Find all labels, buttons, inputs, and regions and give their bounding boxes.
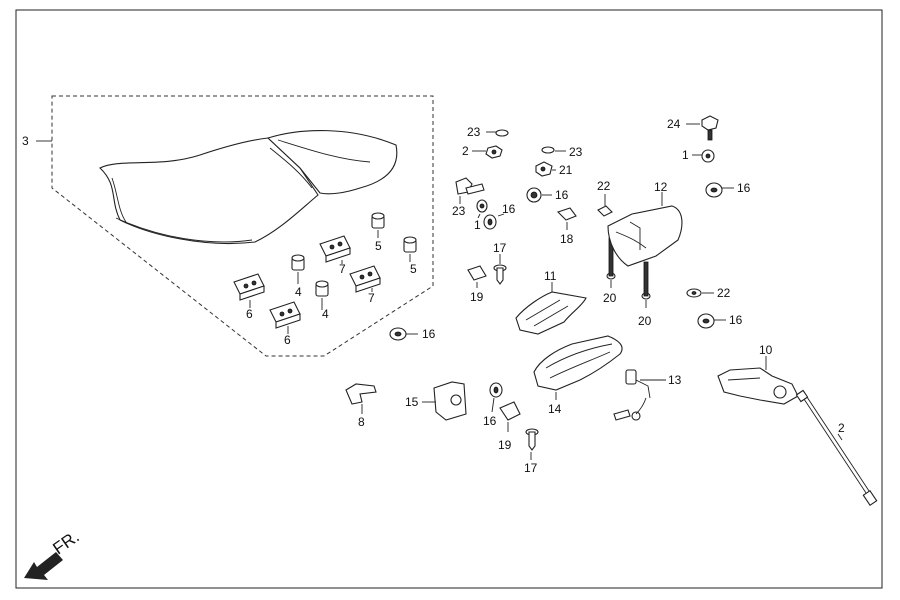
inner-cover-11 (515, 291, 587, 335)
rubber-block-7a (319, 235, 351, 263)
washer-23a (495, 129, 509, 137)
callout-14: 14 (548, 402, 562, 416)
collar-22a (597, 205, 613, 217)
screw-17a (493, 264, 507, 285)
callout-5b: 5 (410, 262, 417, 276)
callout-19a: 19 (470, 290, 484, 304)
screw-20b (641, 261, 651, 300)
callout-7b: 7 (368, 291, 375, 305)
callout-1b: 1 (682, 148, 689, 162)
callout-4a: 4 (295, 285, 302, 299)
rubber-block-7b (349, 265, 381, 293)
callout-1a: 1 (474, 218, 481, 232)
grommet-16f (705, 182, 723, 198)
clip-8 (345, 383, 377, 405)
bumper-5b (403, 236, 417, 253)
seat-part (99, 130, 398, 245)
callout-24: 24 (667, 117, 681, 131)
callout-13: 13 (668, 373, 682, 387)
callout-18: 18 (560, 232, 574, 246)
grommet-16e (697, 313, 715, 329)
callout-15: 15 (405, 395, 419, 409)
collar-22b (686, 288, 702, 298)
nut-21 (535, 161, 553, 177)
callout-2b: 2 (838, 421, 845, 435)
callout-6b: 6 (284, 333, 291, 347)
callout-22a: 22 (597, 179, 611, 193)
callout-16d: 16 (483, 414, 497, 428)
callout-16e: 16 (729, 313, 743, 327)
callout-10: 10 (759, 343, 773, 357)
callout-8: 8 (358, 415, 365, 429)
callout-16a: 16 (422, 327, 436, 341)
screw-17b (525, 428, 539, 451)
callout-16f: 16 (737, 181, 751, 195)
callout-19b: 19 (498, 438, 512, 452)
tail-cover-14 (533, 335, 623, 391)
diagram-frame (15, 9, 883, 589)
callout-17b: 17 (524, 461, 538, 475)
callout-23b: 23 (569, 145, 583, 159)
seat-cowl-12 (607, 205, 683, 267)
nut-2a (485, 145, 503, 159)
callout-16c: 16 (555, 188, 569, 202)
callout-7a: 7 (339, 262, 346, 276)
lock-bracket-10 (717, 367, 799, 405)
callout-4b: 4 (322, 307, 329, 321)
grommet-16c (526, 187, 542, 203)
callout-3: 3 (22, 134, 29, 148)
collar-1b (701, 149, 715, 163)
seat-lock-cable-2 (795, 389, 878, 506)
callout-17a: 17 (493, 241, 507, 255)
bracket-15 (433, 381, 467, 421)
bolt-24 (701, 115, 719, 141)
rubber-block-6b (269, 301, 301, 329)
clip-19a (467, 265, 487, 281)
callout-20a: 20 (603, 291, 617, 305)
bumper-5a (371, 212, 385, 229)
bolt-23c (455, 177, 485, 195)
bumper-4b (315, 280, 329, 297)
washer-23b (541, 146, 555, 154)
callout-12: 12 (654, 180, 668, 194)
callout-23c: 23 (452, 204, 466, 218)
callout-16b: 16 (502, 202, 516, 216)
collar-1a (476, 199, 488, 213)
grommet-16d (489, 382, 503, 398)
bracket-18 (556, 207, 577, 221)
callout-22b: 22 (717, 286, 731, 300)
callout-23a: 23 (467, 125, 481, 139)
seat-lock-13 (613, 369, 651, 421)
callout-6a: 6 (246, 307, 253, 321)
callout-2a: 2 (462, 144, 469, 158)
callout-5a: 5 (375, 239, 382, 253)
seat-assembly-group-box (51, 95, 434, 357)
rubber-block-6a (233, 273, 265, 301)
callout-11: 11 (544, 269, 557, 283)
bumper-4a (291, 254, 305, 271)
grommet-16-left (389, 327, 407, 341)
callout-21: 21 (559, 163, 573, 177)
clip-19b (499, 401, 521, 421)
callout-20b: 20 (638, 314, 652, 328)
front-direction-arrow-icon (24, 552, 63, 580)
grommet-16b (483, 214, 497, 230)
